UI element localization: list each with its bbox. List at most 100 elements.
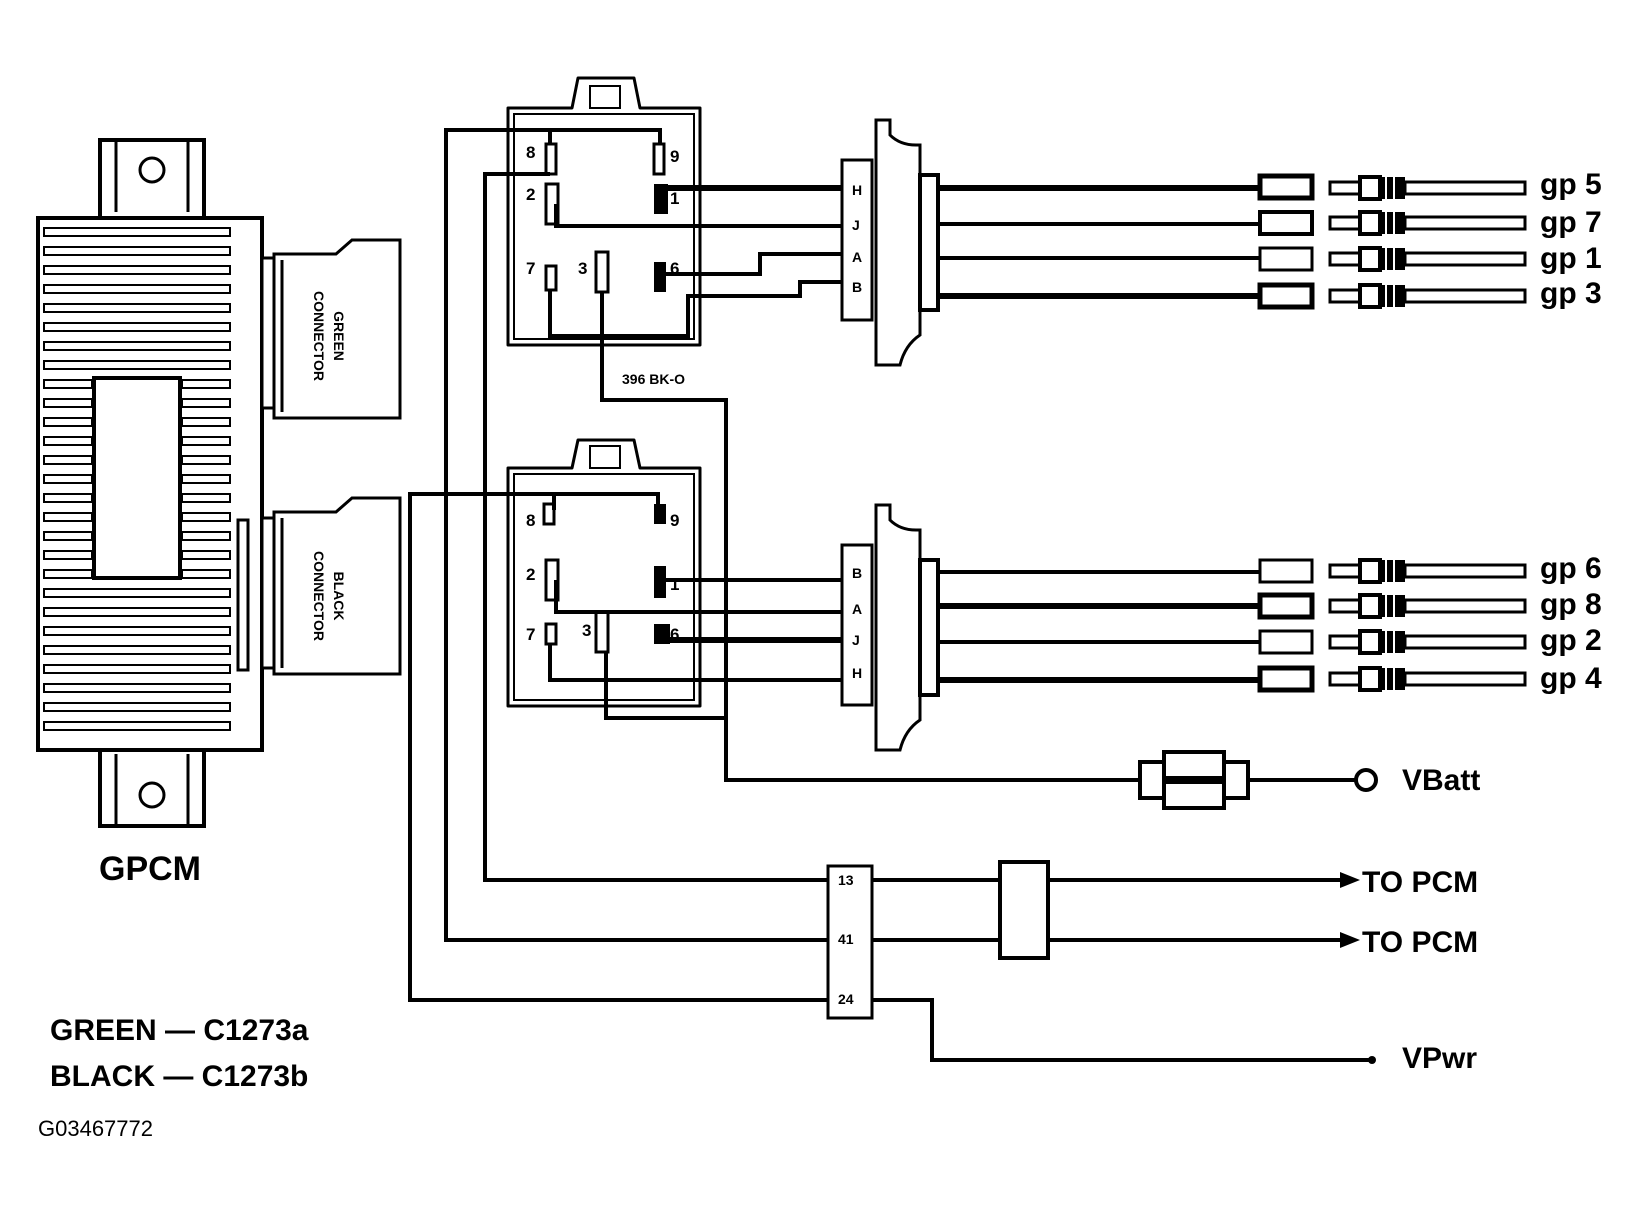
pcm-connector-pin-labels: 13 41 24 (838, 872, 854, 1007)
heat-sink-fin (43, 550, 93, 560)
svg-text:2: 2 (526, 565, 535, 584)
heat-sink-fin (43, 341, 231, 351)
svg-text:gp 4: gp 4 (1540, 662, 1602, 695)
heat-sink-fin (43, 303, 231, 313)
to-pcm-arrow-1 (1340, 872, 1360, 888)
heat-sink-fin (43, 398, 93, 408)
fuse (1138, 750, 1250, 810)
svg-text:24: 24 (838, 991, 854, 1007)
heat-sink-fin (181, 493, 231, 503)
heat-sink-fin (181, 550, 231, 560)
svg-text:7: 7 (526, 625, 535, 644)
heat-sink-fin (43, 645, 231, 655)
svg-text:gp 7: gp 7 (1540, 206, 1602, 239)
black-connector (260, 496, 402, 676)
heat-sink-fin (43, 683, 231, 693)
vpwr-terminal (1368, 1056, 1376, 1064)
heat-sink-fin (181, 569, 231, 579)
svg-text:A: A (852, 601, 862, 617)
svg-text:gp 1: gp 1 (1540, 242, 1602, 275)
pcm-inline-splice (998, 860, 1050, 960)
to-pcm-arrow-2 (1340, 932, 1360, 948)
svg-text:J: J (852, 632, 860, 648)
heat-sink-fin (181, 531, 231, 541)
vpwr-label: VPwr (1402, 1042, 1477, 1075)
heat-sink-fin (43, 702, 231, 712)
svg-text:gp 8: gp 8 (1540, 588, 1602, 621)
heat-sink-fin (43, 569, 93, 579)
heat-sink-fin (43, 531, 93, 541)
legend-black: BLACK — C1273b (50, 1060, 308, 1093)
heat-sink-fin (43, 436, 93, 446)
lower-connector-pin-labels: 8 9 2 1 7 3 6 (526, 511, 679, 644)
glow-plug-labels: gp 5 gp 7 gp 1 gp 3 gp 6 gp 8 gp 2 gp 4 (1540, 168, 1602, 695)
heat-sink-fin (43, 284, 231, 294)
heat-sink-fin (43, 664, 231, 674)
to-pcm-label-2: TO PCM (1362, 926, 1478, 959)
wiring (408, 128, 1370, 1062)
vbatt-terminal (1354, 768, 1378, 792)
glow-plugs-upper (1257, 173, 1527, 310)
svg-text:gp 3: gp 3 (1540, 277, 1602, 310)
glow-plugs-lower (1257, 558, 1527, 693)
heat-sink-fin (181, 436, 231, 446)
heat-sink-fin (181, 455, 231, 465)
to-pcm-label-1: TO PCM (1362, 866, 1478, 899)
upper-connector-pin-labels: 8 9 2 1 7 3 6 (526, 143, 679, 278)
svg-text:3: 3 (582, 621, 591, 640)
pcm-connector (826, 864, 874, 1020)
figure-id: G03467772 (38, 1116, 153, 1141)
svg-text:H: H (852, 665, 862, 681)
heat-sink-fin (43, 512, 93, 522)
heat-sink-fin (43, 417, 93, 427)
green-connector (260, 238, 402, 420)
gpcm-module (36, 138, 264, 828)
svg-text:gp 6: gp 6 (1540, 552, 1602, 585)
svg-text:8: 8 (526, 511, 535, 530)
lower-harness-pin-labels: B A J H (852, 565, 862, 681)
svg-text:3: 3 (578, 259, 587, 278)
heat-sink-fin (43, 265, 231, 275)
heat-sink-fin (181, 512, 231, 522)
svg-text:7: 7 (526, 259, 535, 278)
heat-sink-fin (43, 493, 93, 503)
svg-text:9: 9 (670, 147, 679, 166)
heat-sink-fin (43, 379, 93, 389)
svg-text:B: B (852, 565, 862, 581)
heat-sink-fin (43, 474, 93, 484)
svg-text:8: 8 (526, 143, 535, 162)
vbatt-label: VBatt (1402, 764, 1480, 797)
lower-harness-connector (840, 503, 940, 752)
heat-sink-fin (43, 607, 231, 617)
heat-sink-fin (181, 417, 231, 427)
gpcm-label: GPCM (99, 850, 201, 888)
upper-harness-pin-labels: H J A B (852, 182, 862, 295)
upper-harness-connector (840, 118, 940, 367)
heat-sink-fin (181, 379, 231, 389)
svg-text:1: 1 (670, 575, 679, 594)
svg-text:6: 6 (670, 625, 679, 644)
svg-text:9: 9 (670, 511, 679, 530)
svg-text:H: H (852, 182, 862, 198)
heat-sink-fin (43, 322, 231, 332)
svg-text:1: 1 (670, 189, 679, 208)
heat-sink-fin (43, 588, 231, 598)
svg-text:2: 2 (526, 185, 535, 204)
green-connector-label: GREENCONNECTOR (311, 291, 347, 381)
svg-text:6: 6 (670, 259, 679, 278)
svg-text:B: B (852, 279, 862, 295)
heat-sink-fin (43, 721, 231, 731)
heat-sink-fin (181, 398, 231, 408)
heat-sink-fin (43, 246, 231, 256)
heat-sink-fin (43, 227, 231, 237)
heat-sink-fin (43, 360, 231, 370)
svg-text:41: 41 (838, 931, 854, 947)
black-connector-label: BLACKCONNECTOR (311, 551, 347, 641)
svg-text:A: A (852, 249, 862, 265)
legend-green: GREEN — C1273a (50, 1014, 309, 1047)
svg-text:J: J (852, 217, 860, 233)
svg-text:gp 2: gp 2 (1540, 624, 1602, 657)
heat-sink-fin (43, 626, 231, 636)
svg-text:gp 5: gp 5 (1540, 168, 1602, 201)
